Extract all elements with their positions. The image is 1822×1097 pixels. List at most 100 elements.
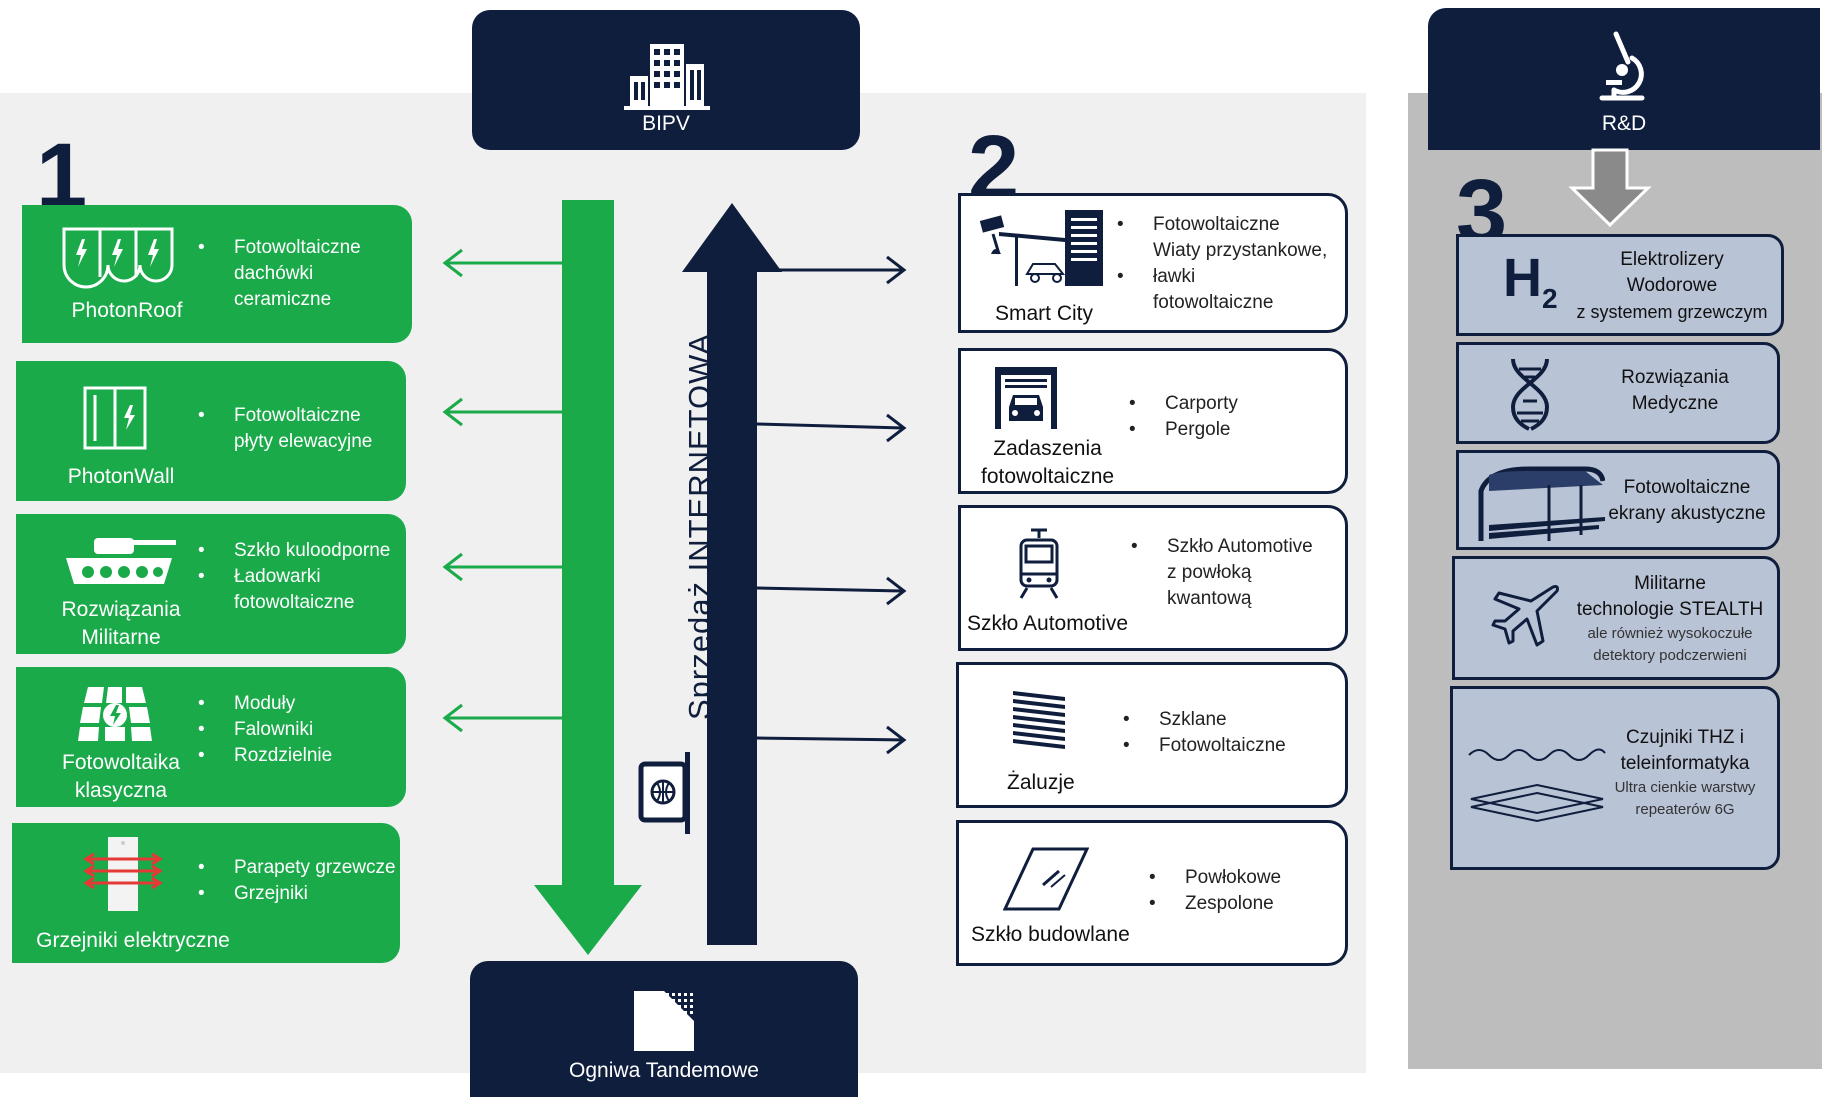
hydrogen-icon: H2: [1503, 251, 1558, 326]
glass-pane-icon: [1003, 847, 1089, 911]
navy-up-arrow-shaft: [707, 270, 757, 945]
tandem-label: Ogniwa Tandemowe: [569, 1059, 759, 1082]
photonwall-card[interactable]: PhotonWall Fotowoltaiczne płyty elewacyj…: [16, 361, 406, 501]
hydrogen-symbol: H: [1503, 248, 1542, 308]
list-item: Rozdzielnie: [198, 743, 332, 769]
list-item: fotowoltaiczne: [1153, 292, 1274, 313]
microscope-icon: [1599, 31, 1645, 101]
construction-glass-card[interactable]: Szkło budowlane Powłokowe Zespolone: [956, 820, 1348, 966]
bipv-label: BIPV: [642, 112, 690, 135]
list-item: Zespolone: [1149, 891, 1281, 917]
photonwall-title: PhotonWall: [67, 465, 175, 488]
military-title-line2: Militarne: [81, 626, 161, 649]
acoustic-screen-card[interactable]: Fotowoltaiczne ekrany akustyczne: [1456, 450, 1780, 550]
heater-icon: [83, 837, 163, 911]
blinds-title: Żaluzje: [1007, 771, 1075, 794]
tandem-cell-icon: [634, 991, 694, 1051]
list-item: Szkło kuloodporne: [198, 538, 390, 564]
thz-text: Czujniki THZ i teleinformatyka: [1599, 725, 1771, 777]
photonroof-card[interactable]: PhotonRoof Fotowoltaiczne dachówki ceram…: [22, 205, 412, 343]
layers-icon: [1468, 748, 1606, 823]
list-item: Fotowoltaiczne: [198, 235, 361, 261]
list-item: Moduły: [198, 691, 332, 717]
green-down-arrow-head: [534, 885, 642, 955]
carport-icon: [995, 367, 1057, 429]
electrolyzer-card[interactable]: H2 Elektrolizery Wodorowe z systemem grz…: [1456, 234, 1784, 336]
classic-pv-card[interactable]: Fotowoltaika klasyczna Moduły Falowniki …: [16, 667, 406, 807]
list-item: Grzejniki: [198, 881, 396, 907]
web-shop-icon: [638, 752, 690, 834]
list-item: Szklane: [1123, 707, 1286, 733]
text-line: Medyczne: [1631, 393, 1719, 414]
stealth-card[interactable]: Militarne technologie STEALTH ale równie…: [1452, 556, 1780, 680]
blinds-card[interactable]: Żaluzje Szklane Fotowoltaiczne: [956, 662, 1348, 808]
list-item: z powłoką: [1167, 562, 1252, 583]
text-line: Czujniki THZ i: [1626, 727, 1744, 748]
text-line: Rozwiązania: [1621, 367, 1729, 388]
military-title-line1: Rozwiązania: [61, 598, 181, 621]
heaters-title: Grzejniki elektryczne: [36, 929, 230, 952]
classic-pv-title-line2: klasyczna: [74, 779, 168, 802]
hydrogen-subscript: 2: [1542, 282, 1558, 314]
text-line: z systemem grzewczym: [1576, 302, 1768, 322]
carport-title-line1: Zadaszenia: [993, 437, 1102, 460]
text-line: Wodorowe: [1626, 275, 1718, 296]
rd-label: R&D: [1601, 112, 1647, 135]
heaters-card[interactable]: Grzejniki elektryczne Parapety grzewcze …: [12, 823, 400, 963]
smart-city-card[interactable]: Smart City Fotowoltaiczne Wiaty przystan…: [958, 193, 1348, 333]
smart-city-icon: [979, 210, 1103, 286]
list-item: Falowniki: [198, 717, 332, 743]
text-line: detektory podczerwieni: [1593, 647, 1747, 664]
dna-icon: [1510, 358, 1550, 431]
carport-title: Zadaszenia fotowoltaiczne: [981, 435, 1114, 491]
text-line: repeaterów 6G: [1635, 801, 1735, 818]
list-item: Fotowoltaiczne: [1117, 212, 1327, 238]
stealth-subtext: ale również wysokoczułe detektory podcze…: [1567, 623, 1773, 667]
list-item: kwantową: [1167, 588, 1252, 609]
carport-title-line2: fotowoltaiczne: [981, 465, 1115, 488]
building-icon: [624, 44, 710, 110]
stealth-text: Militarne technologie STEALTH: [1567, 571, 1773, 623]
construction-glass-title: Szkło budowlane: [971, 923, 1130, 946]
list-item: Parapety grzewcze: [198, 855, 396, 881]
green-down-arrow-shaft: [562, 200, 614, 890]
list-item: płyty elewacyjne: [234, 431, 373, 452]
thz-subtext: Ultra cienkie warstwy repeaterów 6G: [1599, 777, 1771, 821]
carport-card[interactable]: Zadaszenia fotowoltaiczne Carporty Pergo…: [958, 348, 1348, 494]
blinds-icon: [1013, 691, 1065, 749]
text-line: Elektrolizery: [1620, 249, 1724, 270]
tank-icon: [66, 538, 176, 584]
list-item: ławki: [1117, 264, 1327, 290]
photonroof-title: PhotonRoof: [71, 299, 183, 322]
list-item: ceramiczne: [234, 289, 332, 310]
military-card[interactable]: Rozwiązania Militarne Szkło kuloodporne …: [16, 514, 406, 654]
navy-up-arrow-head: [682, 203, 782, 272]
list-item: Pergole: [1129, 417, 1238, 443]
rd-box[interactable]: R&D: [1428, 8, 1820, 150]
text-line: technologie STEALTH: [1576, 599, 1764, 620]
classic-pv-title-line1: Fotowoltaika: [62, 751, 180, 774]
bipv-box[interactable]: BIPV: [472, 10, 860, 150]
list-item: Ładowarki: [198, 564, 390, 590]
smart-city-title: Smart City: [995, 302, 1094, 325]
list-item: Fotowoltaiczne: [198, 403, 372, 429]
list-item: Carporty: [1129, 391, 1238, 417]
list-item: Fotowoltaiczne: [1123, 733, 1286, 759]
text-line: ale również wysokoczułe: [1587, 625, 1753, 642]
list-item: Szkło Automotive: [1131, 534, 1313, 560]
thz-card[interactable]: Czujniki THZ i teleinformatyka Ultra cie…: [1450, 686, 1780, 870]
text-line: ekrany akustyczne: [1608, 503, 1766, 524]
wall-panel-icon: [83, 386, 147, 450]
automotive-title: Szkło Automotive: [967, 612, 1129, 635]
solar-panel-icon: [78, 687, 152, 741]
roof-tiles-icon: [62, 227, 174, 289]
medical-card[interactable]: Rozwiązania Medyczne: [1456, 342, 1780, 444]
tandem-box[interactable]: Ogniwa Tandemowe: [470, 961, 858, 1097]
medical-text: Rozwiązania Medyczne: [1577, 365, 1773, 417]
automotive-card[interactable]: Szkło Automotive Szkło Automotive z powł…: [958, 505, 1348, 651]
text-line: Militarne: [1634, 573, 1706, 594]
list-item: Wiaty przystankowe,: [1153, 240, 1328, 261]
acoustic-screen-text: Fotowoltaiczne ekrany akustyczne: [1599, 475, 1775, 527]
electrolyzer-text: Elektrolizery Wodorowe z systemem grzewc…: [1567, 247, 1777, 325]
